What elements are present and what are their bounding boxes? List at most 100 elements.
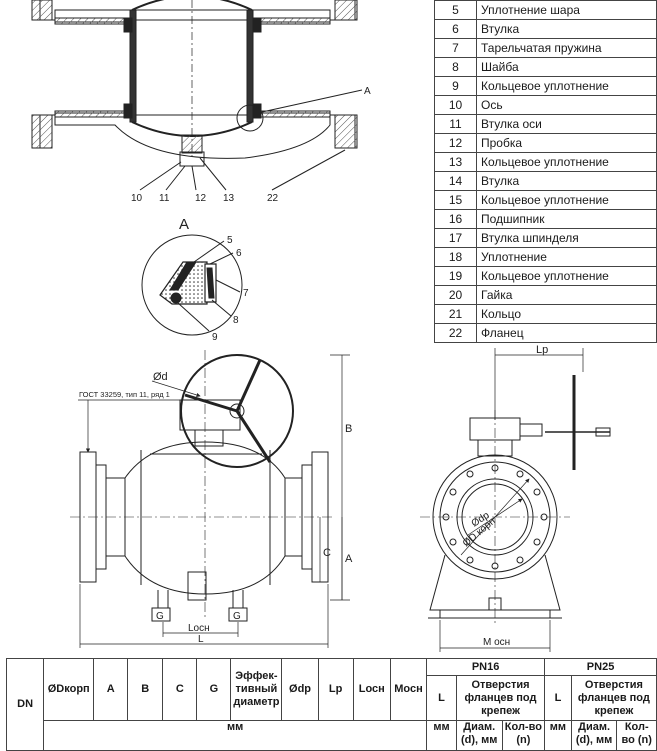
part-number: 10	[434, 95, 477, 115]
front-view	[420, 348, 611, 652]
detail-title: A	[179, 216, 189, 233]
part-name: Кольцевое уплотнение	[476, 76, 657, 96]
od-label: Ød	[153, 371, 168, 383]
part-name: Гайка	[476, 285, 657, 305]
col-lp: Lр	[317, 658, 354, 721]
part-number: 5	[434, 0, 477, 20]
col-eff-diam: Эффек-тивный диаметр	[230, 658, 283, 721]
part-number: 15	[434, 190, 477, 210]
unit-mm-pn25: мм	[544, 720, 572, 751]
dim-l-label: L	[198, 634, 204, 645]
part-name: Ось	[476, 95, 657, 115]
part-name: Шайба	[476, 57, 657, 77]
side-view	[70, 350, 350, 648]
part-number: 9	[434, 76, 477, 96]
detail-callout-6: 6	[236, 248, 242, 259]
col-a: A	[93, 658, 129, 721]
part-number: 19	[434, 266, 477, 286]
detail-a	[141, 234, 243, 336]
callout-12: 12	[195, 193, 207, 204]
dim-c-label: C	[323, 547, 331, 559]
part-name: Фланец	[476, 323, 657, 343]
col-l-pn16: L	[426, 675, 457, 721]
part-name: Кольцевое уплотнение	[476, 152, 657, 172]
unit-mm-pn16: мм	[426, 720, 457, 751]
part-number: 8	[434, 57, 477, 77]
part-number: 12	[434, 133, 477, 153]
col-pn25: PN25	[544, 658, 657, 676]
detail-callout-5: 5	[227, 235, 233, 246]
part-name: Подшипник	[476, 209, 657, 229]
dim-mosn-label: M осн	[483, 637, 510, 648]
unit-mm: мм	[43, 720, 428, 751]
dim-b-label: B	[345, 423, 352, 435]
detail-callout-7: 7	[243, 288, 249, 299]
col-qty-pn25: Кол-во (n)	[616, 720, 657, 751]
col-qty-pn16: Кол-во (n)	[501, 720, 546, 751]
col-dkorp: ØDкорп	[43, 658, 95, 721]
part-number: 7	[434, 38, 477, 58]
part-name: Кольцо	[476, 304, 657, 324]
col-mosn: Мосн	[389, 658, 428, 721]
detail-callout-9: 9	[212, 332, 218, 343]
part-number: 14	[434, 171, 477, 191]
part-number: 18	[434, 247, 477, 267]
part-name: Втулка оси	[476, 114, 657, 134]
callout-13: 13	[223, 193, 235, 204]
col-holes-pn25: Отверстия фланцев под крепеж	[570, 675, 657, 721]
dim-g-right-label: G	[233, 611, 241, 622]
part-name: Втулка	[476, 171, 657, 191]
detail-callout-8: 8	[233, 315, 239, 326]
part-number: 21	[434, 304, 477, 324]
callout-10: 10	[131, 193, 143, 204]
part-name: Втулка	[476, 19, 657, 39]
col-diam-pn25: Диам. (d), мм	[570, 720, 618, 751]
part-name: Тарельчатая пружина	[476, 38, 657, 58]
col-holes-pn16: Отверстия фланцев под крепеж	[455, 675, 546, 721]
part-name: Кольцевое уплотнение	[476, 190, 657, 210]
col-diam-pn16: Диам. (d), мм	[455, 720, 503, 751]
part-name: Кольцевое уплотнение	[476, 266, 657, 286]
part-number: 11	[434, 114, 477, 134]
gost-label: ГОСТ 33259, тип 11, ряд 1	[79, 390, 170, 399]
part-name: Втулка шпинделя	[476, 228, 657, 248]
col-l-pn25: L	[544, 675, 572, 721]
part-number: 16	[434, 209, 477, 229]
callout-11: 11	[159, 193, 170, 204]
part-number: 20	[434, 285, 477, 305]
spec-table: DN ØDкорп A B C G Эффек-тивный диаметр Ø…	[5, 658, 657, 751]
part-name: Пробка	[476, 133, 657, 153]
col-losn: Lосн	[352, 658, 391, 721]
part-name: Уплотнение	[476, 247, 657, 267]
callout-a: A	[364, 86, 371, 97]
col-g: G	[196, 658, 232, 721]
dim-lp-label: Lр	[536, 344, 548, 356]
col-dp: Ødр	[281, 658, 319, 721]
part-name: Уплотнение шара	[476, 0, 657, 20]
dim-a-label: A	[345, 553, 353, 565]
col-b: B	[127, 658, 164, 721]
section-view	[31, 0, 363, 191]
part-number: 22	[434, 323, 477, 343]
part-number: 17	[434, 228, 477, 248]
part-number: 6	[434, 19, 477, 39]
dim-g-left-label: G	[156, 611, 164, 622]
